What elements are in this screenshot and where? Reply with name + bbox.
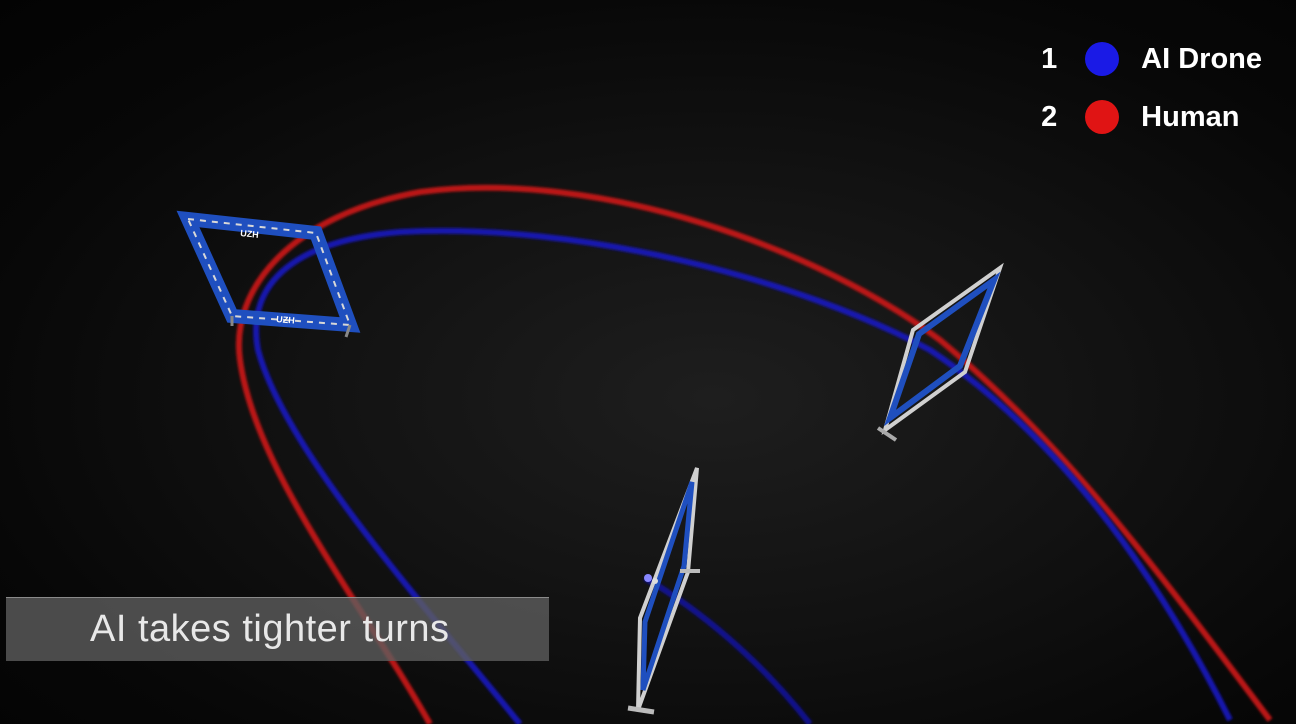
legend-item-human: 2 Human xyxy=(1041,88,1262,146)
legend-label: Human xyxy=(1141,100,1240,133)
legend: 1 AI Drone 2 Human xyxy=(1041,30,1262,146)
race-gate-3 xyxy=(627,467,700,715)
gate-label: UZH xyxy=(240,228,259,240)
drone-marker xyxy=(644,574,658,584)
caption-bar: AI takes tighter turns xyxy=(6,597,549,661)
ai-drone-trajectory xyxy=(253,227,1233,724)
race-gate-1: UZH UZH xyxy=(176,210,361,338)
legend-label: AI Drone xyxy=(1141,42,1262,75)
caption-text: AI takes tighter turns xyxy=(90,608,450,650)
race-gate-2 xyxy=(876,262,1004,442)
legend-rank: 1 xyxy=(1041,42,1058,75)
legend-item-ai-drone: 1 AI Drone xyxy=(1041,30,1262,88)
gate-label: UZH xyxy=(276,314,295,326)
red-dot-icon xyxy=(1085,100,1120,134)
human-trajectory xyxy=(235,184,1273,724)
blue-dot-icon xyxy=(1085,42,1120,76)
legend-rank: 2 xyxy=(1041,100,1058,133)
